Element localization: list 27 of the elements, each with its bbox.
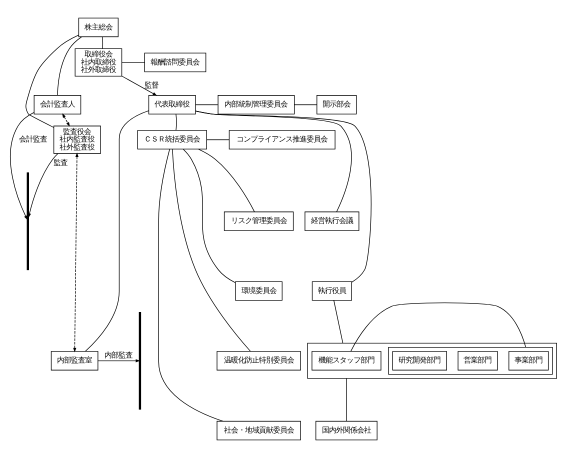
connector (346, 378, 347, 421)
connector (198, 148, 255, 212)
connector (85, 110, 150, 352)
connector (57, 36, 82, 96)
arrow (28, 152, 58, 218)
arrow (98, 358, 140, 362)
connector (294, 104, 318, 105)
connector (206, 138, 230, 140)
connector (102, 36, 104, 48)
node-bar (26, 172, 29, 270)
arrow (62, 112, 70, 126)
arrow (122, 75, 158, 96)
cluster (388, 346, 553, 374)
connector (195, 110, 352, 212)
cluster (307, 342, 557, 378)
arrow (73, 152, 79, 352)
connector (333, 300, 344, 343)
connector (172, 148, 251, 352)
connector (26, 34, 79, 128)
connector (195, 110, 372, 282)
arrow (10, 112, 34, 220)
connector (176, 113, 177, 130)
connector (195, 104, 218, 105)
node-bar (138, 311, 142, 410)
connector (350, 302, 526, 352)
connector (182, 148, 236, 282)
connector (158, 148, 224, 422)
